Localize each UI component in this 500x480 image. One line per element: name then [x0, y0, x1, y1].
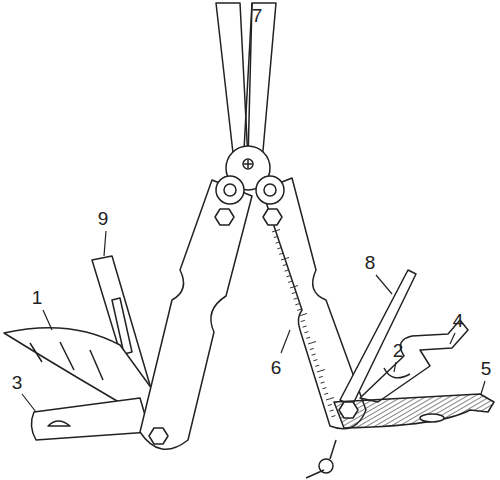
blade-mark — [90, 350, 103, 380]
hex-nut — [215, 209, 234, 225]
key-ring-wire — [306, 470, 324, 478]
hex-nut — [149, 428, 168, 444]
callout-number: 4 — [453, 311, 464, 330]
hex-nut — [339, 402, 358, 418]
callout-number: 9 — [98, 209, 109, 228]
opener-tool — [31, 398, 150, 440]
pivot-screw — [243, 159, 253, 169]
scissor-blade — [216, 3, 248, 162]
opener-hook — [384, 368, 410, 378]
scissor-blade — [248, 3, 276, 162]
left-handle — [140, 180, 252, 449]
callout-number: 3 — [12, 373, 23, 392]
blade-mark — [30, 343, 42, 362]
saw-hole — [420, 414, 444, 422]
saw-tool — [334, 394, 494, 428]
callout-number: 8 — [365, 253, 376, 272]
screw-slot — [247, 160, 249, 168]
callout-number: 1 — [32, 288, 43, 307]
ruler-scale — [272, 230, 335, 417]
callout-number: 5 — [481, 359, 492, 378]
opener-hole — [48, 421, 70, 426]
callout-number: 6 — [271, 358, 282, 377]
hex-nut — [263, 209, 282, 225]
blade-mark — [60, 342, 74, 370]
gear — [216, 176, 244, 204]
callout-number: 2 — [393, 341, 404, 360]
leader-lines — [22, 231, 485, 412]
gear-hub — [264, 184, 276, 196]
callout-number: 7 — [252, 6, 263, 25]
key-ring-link — [330, 440, 336, 459]
gear-hub — [224, 184, 236, 196]
can-opener-tool — [360, 320, 468, 402]
gear — [256, 176, 284, 204]
blade-edge — [244, 3, 252, 150]
